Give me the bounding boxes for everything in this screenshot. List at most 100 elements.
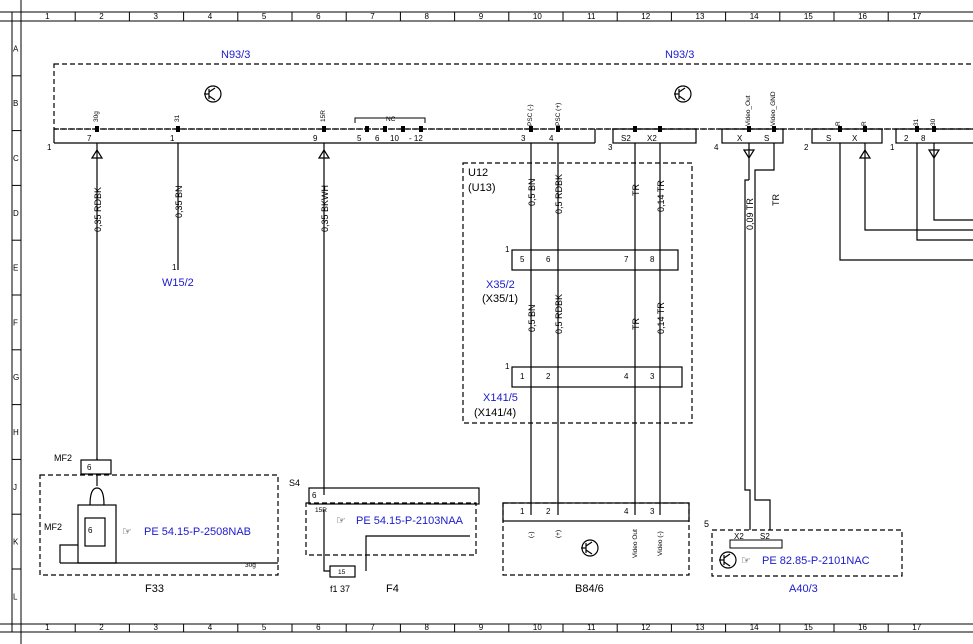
column-label: 12 <box>641 623 650 632</box>
column-label: 3 <box>154 623 159 632</box>
nc-bracket <box>354 117 426 123</box>
wire-label: 0,14 TR <box>656 180 666 212</box>
pin-label: S <box>826 134 831 143</box>
pin-label: S2 <box>760 532 770 541</box>
pin-label: 2 <box>546 507 551 516</box>
column-label: 7 <box>370 12 375 21</box>
column-label: 7 <box>370 623 375 632</box>
wire-label: 0,5 RDBK <box>554 294 564 334</box>
row-label: H <box>13 428 19 437</box>
reference-icon: ☞ <box>122 526 132 538</box>
column-label: 17 <box>912 12 921 21</box>
fuse-icon <box>329 565 356 578</box>
f33-label: F33 <box>145 583 164 595</box>
n93-label-left: N93/3 <box>221 49 250 61</box>
column-label: 2 <box>99 623 104 632</box>
pin-label: 1 <box>505 362 510 371</box>
row-label: K <box>13 538 19 547</box>
transistor-icon <box>719 551 737 569</box>
f33-reference[interactable]: PE 54.15-P-2508NAB <box>144 526 251 538</box>
pin-vlabel: 15R <box>320 110 327 122</box>
pin-label: 3 <box>650 372 655 381</box>
pin-vlabel: Video_Out <box>745 95 752 126</box>
wire-label: 0,14 TR <box>656 302 666 334</box>
row-label: L <box>13 592 18 601</box>
column-label: 12 <box>641 12 650 21</box>
pin-label: 4 <box>714 143 719 152</box>
pin-vlabel: R <box>861 121 868 126</box>
column-label: 10 <box>533 623 542 632</box>
column-label: 15 <box>804 623 813 632</box>
wire-label: 0,35 BKWH <box>320 185 330 232</box>
column-label: 10 <box>533 12 542 21</box>
pin-vlabel: R <box>835 121 842 126</box>
pin-label: 2 <box>804 143 809 152</box>
column-label: 6 <box>316 623 321 632</box>
wire-label: 0,09 TR <box>745 198 755 230</box>
column-label: 6 <box>316 12 321 21</box>
wire-label: 0,5 BN <box>527 178 537 206</box>
column-label: 8 <box>425 12 430 21</box>
column-label: 3 <box>154 12 159 21</box>
row-label: D <box>13 209 19 218</box>
pin-label: 1 <box>505 245 510 254</box>
pin-label: X2 <box>734 532 744 541</box>
mf2-label: MF2 <box>54 453 72 463</box>
column-label: 13 <box>696 12 705 21</box>
column-label: 1 <box>45 12 50 21</box>
a40-reference[interactable]: PE 82.85-P-2101NAC <box>762 555 870 567</box>
wire-label: 0,5 RDBK <box>554 174 564 214</box>
column-label: 15 <box>804 12 813 21</box>
column-label: 1 <box>45 623 50 632</box>
nc-label: NC <box>386 116 396 123</box>
row-label: A <box>13 44 19 53</box>
pin-label: 3 <box>650 507 655 516</box>
fuse-holder <box>59 474 278 564</box>
pin-label: 15R <box>315 507 327 514</box>
column-label: 16 <box>858 12 867 21</box>
row-label: C <box>13 154 19 163</box>
pin-label: 10 <box>390 134 399 143</box>
column-label: 13 <box>696 623 705 632</box>
f4-label: F4 <box>386 583 399 595</box>
column-label: 4 <box>208 623 213 632</box>
pin-label: 6 <box>88 526 93 535</box>
column-label: 17 <box>912 623 921 632</box>
pin-label: 9 <box>313 134 318 143</box>
f4-box <box>305 502 477 556</box>
pin-label: 5 <box>704 519 709 529</box>
x35-label: X35/2 <box>486 279 515 291</box>
pin-label: 1 <box>47 143 52 152</box>
n93-box <box>53 63 973 130</box>
f33-box <box>39 474 279 576</box>
pin-label: S <box>764 134 769 143</box>
pin-vlabel: 30g <box>93 111 100 122</box>
x35-connector <box>511 249 679 271</box>
wire-label: TR <box>631 318 641 330</box>
u12-box <box>462 162 693 424</box>
n93-connector-strip <box>53 128 973 144</box>
row-label: J <box>13 483 17 492</box>
column-label: 8 <box>425 623 430 632</box>
pin-vlabel: (-) <box>528 532 535 539</box>
column-ticks <box>20 12 889 632</box>
pin-vlabel: Video Out <box>632 529 639 558</box>
column-label: 16 <box>858 623 867 632</box>
pin-label: 30g <box>245 562 256 569</box>
arrow-symbols <box>90 148 941 160</box>
transistor-icon <box>674 85 692 103</box>
pin-vlabel: 31 <box>174 114 181 122</box>
pin-label: 8 <box>921 134 926 143</box>
pin-vlabel: PSC (-) <box>527 104 534 126</box>
pin-label: 2 <box>904 134 909 143</box>
wire-label: 0,35 BN <box>174 185 184 218</box>
pin-vlabel: Video (-) <box>657 531 664 556</box>
transistor-icon <box>581 539 599 557</box>
pin-label: - 12 <box>409 134 423 143</box>
wires <box>96 143 973 530</box>
pin-label: 3 <box>521 134 526 143</box>
f4-reference[interactable]: PE 54.15-P-2103NAA <box>356 515 464 527</box>
n93-label-right: N93/3 <box>665 49 694 61</box>
pin-label: 5 <box>520 255 525 264</box>
pin-label: 6 <box>87 463 92 472</box>
